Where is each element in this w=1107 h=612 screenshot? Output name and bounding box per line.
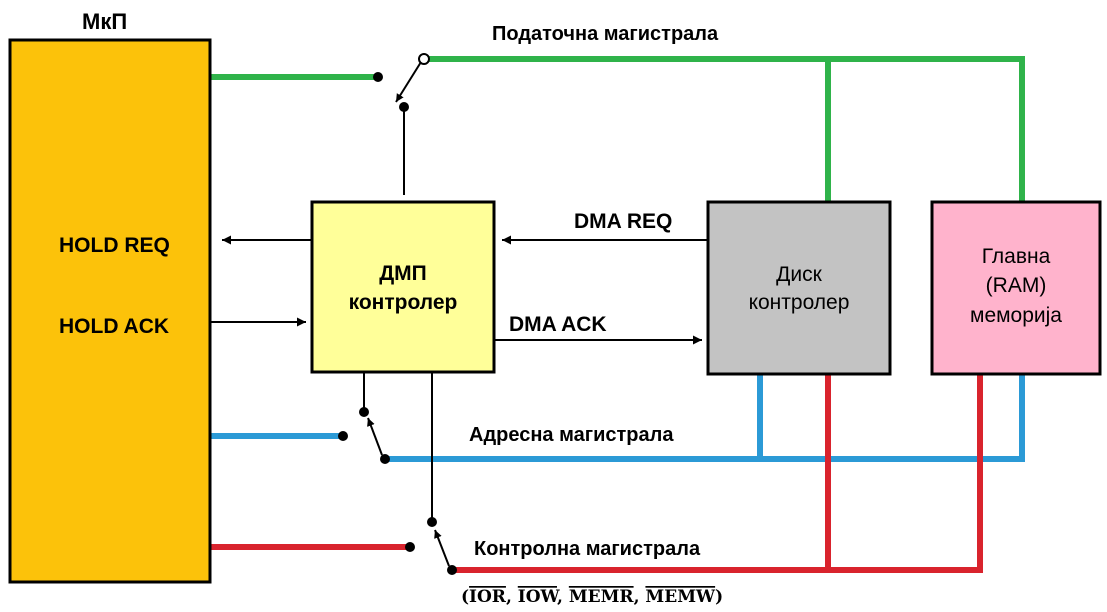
- ram-label-1: Главна: [982, 245, 1051, 268]
- ram-label-3: меморија: [970, 304, 1062, 327]
- ram-block: [930, 200, 1102, 376]
- disk-controller-label-1: Диск: [776, 263, 822, 286]
- dma-controller-label-2: контролер: [349, 291, 458, 314]
- data-bus: [210, 56, 1025, 202]
- data-bus-label: Податочна магистрала: [492, 23, 719, 45]
- disk-controller-label-2: контролер: [749, 291, 850, 314]
- data-bus-switch: [373, 53, 430, 195]
- control-signals-close: ): [715, 587, 723, 607]
- control-bus-main: [452, 374, 983, 573]
- control-bus-switch: [405, 372, 457, 575]
- address-bus-label: Адресна магистрала: [469, 424, 674, 446]
- cpu-block: [8, 38, 212, 584]
- control-signals-sep-2: ,: [557, 587, 569, 607]
- cpu-title: МкП: [82, 9, 127, 34]
- address-bus-main: [385, 374, 1025, 462]
- disk-controller-block: [706, 200, 892, 376]
- control-bus: [210, 374, 983, 573]
- control-signals-open: (: [461, 587, 469, 607]
- hold-ack-label: HOLD ACK: [59, 315, 169, 338]
- control-signals-sep-3: ,: [634, 587, 646, 607]
- dma-req-label: DMA REQ: [574, 210, 672, 233]
- control-signals-sep-1: ,: [506, 587, 518, 607]
- address-bus: [210, 374, 1025, 462]
- signal-memr: MEMR: [569, 587, 635, 607]
- signal-memw: MEMW: [645, 587, 716, 607]
- control-bus-label: Контролна магистрала: [474, 538, 701, 560]
- dma-ack-label: DMA ACK: [509, 313, 607, 336]
- data-bus-main: [424, 56, 1025, 202]
- dma-controller-block: [310, 200, 496, 374]
- signal-iow: IOW: [518, 587, 561, 607]
- hold-req-label: HOLD REQ: [59, 234, 170, 257]
- ram-label-2: (RAM): [986, 274, 1047, 297]
- signal-ior: IOR: [469, 587, 507, 607]
- dma-controller-label-1: ДМП: [379, 262, 427, 285]
- address-bus-switch: [338, 372, 390, 464]
- control-signals-label: (IOR, IOW, MEMR, MEMW): [461, 587, 723, 607]
